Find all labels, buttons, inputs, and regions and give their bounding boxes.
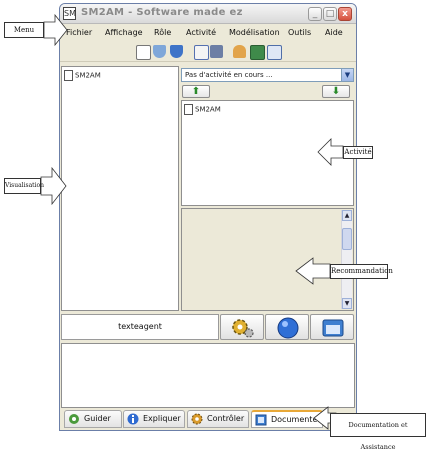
window-icon[interactable] (267, 45, 282, 60)
menu-affichage[interactable]: Affichage (105, 28, 143, 37)
window-button[interactable] (310, 314, 354, 340)
window-title: SM2AM - Software made ez (81, 7, 243, 18)
activity-tree-item[interactable]: SM2AM (184, 104, 221, 115)
annotation-arrow-menu (43, 13, 68, 47)
monitor-icon[interactable] (250, 45, 265, 60)
document-icon[interactable] (136, 45, 151, 60)
file-icon (184, 104, 193, 115)
visualisation-panel: SM2AM (61, 66, 179, 311)
tab-label: Documenter (271, 415, 321, 424)
menu-fichier[interactable]: Fichier (66, 28, 93, 37)
annotation-activite: Activité (343, 146, 373, 159)
title-bar: SM SM2AM - Software made ez _ □ x (60, 4, 356, 24)
minimize-button[interactable]: _ (308, 7, 322, 21)
documentation-panel (61, 343, 355, 408)
menu-bar: Fichier Affichage Rôle Activité Modélisa… (60, 25, 356, 41)
document-icon (255, 414, 267, 426)
shield-blue-icon[interactable] (170, 45, 183, 58)
menu-aide[interactable]: Aide (325, 28, 343, 37)
agent-label: texteagent (61, 314, 219, 340)
app-icon: SM (63, 7, 76, 20)
window-icon (322, 319, 344, 337)
tab-label: Contrôler (207, 414, 245, 423)
tab-controler[interactable]: Contrôler (187, 410, 249, 428)
gears-button[interactable] (220, 314, 264, 340)
annotation-menu: Menu (4, 22, 44, 38)
annotation-documentation: Documentation et Assistance (330, 413, 426, 451)
info-icon (127, 413, 139, 425)
annotation-arrow-activite (317, 138, 344, 166)
tab-guider[interactable]: Guider (64, 410, 122, 428)
menu-role[interactable]: Rôle (154, 28, 172, 37)
tree-item[interactable]: SM2AM (64, 70, 101, 81)
user-icon[interactable] (233, 45, 246, 58)
recommendation-panel: ▲ ▼ (181, 208, 354, 311)
clipboard-icon[interactable] (194, 45, 209, 60)
gears-icon (232, 319, 254, 338)
agent-bar: texteagent (60, 313, 356, 341)
maximize-button[interactable]: □ (323, 7, 337, 21)
guide-icon (69, 414, 79, 424)
tab-expliquer[interactable]: Expliquer (123, 410, 185, 428)
file-icon (64, 70, 73, 81)
tab-label: Guider (84, 414, 111, 423)
annotation-arrow-visualisation (40, 166, 67, 206)
control-icon (191, 413, 203, 425)
menu-activite[interactable]: Activité (186, 28, 217, 37)
scroll-up-icon[interactable]: ▲ (342, 210, 352, 221)
annotation-recommandation: Recommandation (330, 264, 393, 279)
scroll-down-icon[interactable]: ▼ (342, 298, 352, 309)
move-up-button[interactable]: ⬆ (182, 85, 210, 98)
move-down-button[interactable]: ⬇ (322, 85, 350, 98)
activity-select-value: Pas d'activité en cours ... (185, 71, 273, 79)
tab-documenter[interactable]: Documenter (251, 410, 323, 428)
scroll-thumb[interactable] (342, 228, 352, 250)
bottom-tabs: Guider Expliquer Contrôler Documenter (60, 408, 356, 430)
tree-item-label: SM2AM (75, 71, 101, 80)
annotation-visualisation: Visualisation (4, 178, 44, 194)
record-button[interactable] (265, 314, 309, 340)
menu-modelisation[interactable]: Modélisation (229, 28, 280, 37)
activity-select[interactable]: Pas d'activité en cours ... ▼ (181, 68, 354, 82)
annotation-arrow-recommandation (295, 257, 331, 285)
app-window: SM SM2AM - Software made ez _ □ x Fichie… (59, 3, 357, 431)
print-icon[interactable] (210, 45, 223, 58)
shield-icon[interactable] (153, 45, 166, 58)
tab-label: Expliquer (143, 414, 181, 423)
circle-icon (277, 317, 299, 339)
toolbar (60, 42, 356, 62)
close-button[interactable]: x (338, 7, 352, 21)
menu-outils[interactable]: Outils (288, 28, 312, 37)
activity-tree-item-label: SM2AM (195, 105, 221, 114)
chevron-down-icon[interactable]: ▼ (341, 69, 353, 81)
recommendation-scrollbar[interactable]: ▲ ▼ (341, 210, 352, 309)
